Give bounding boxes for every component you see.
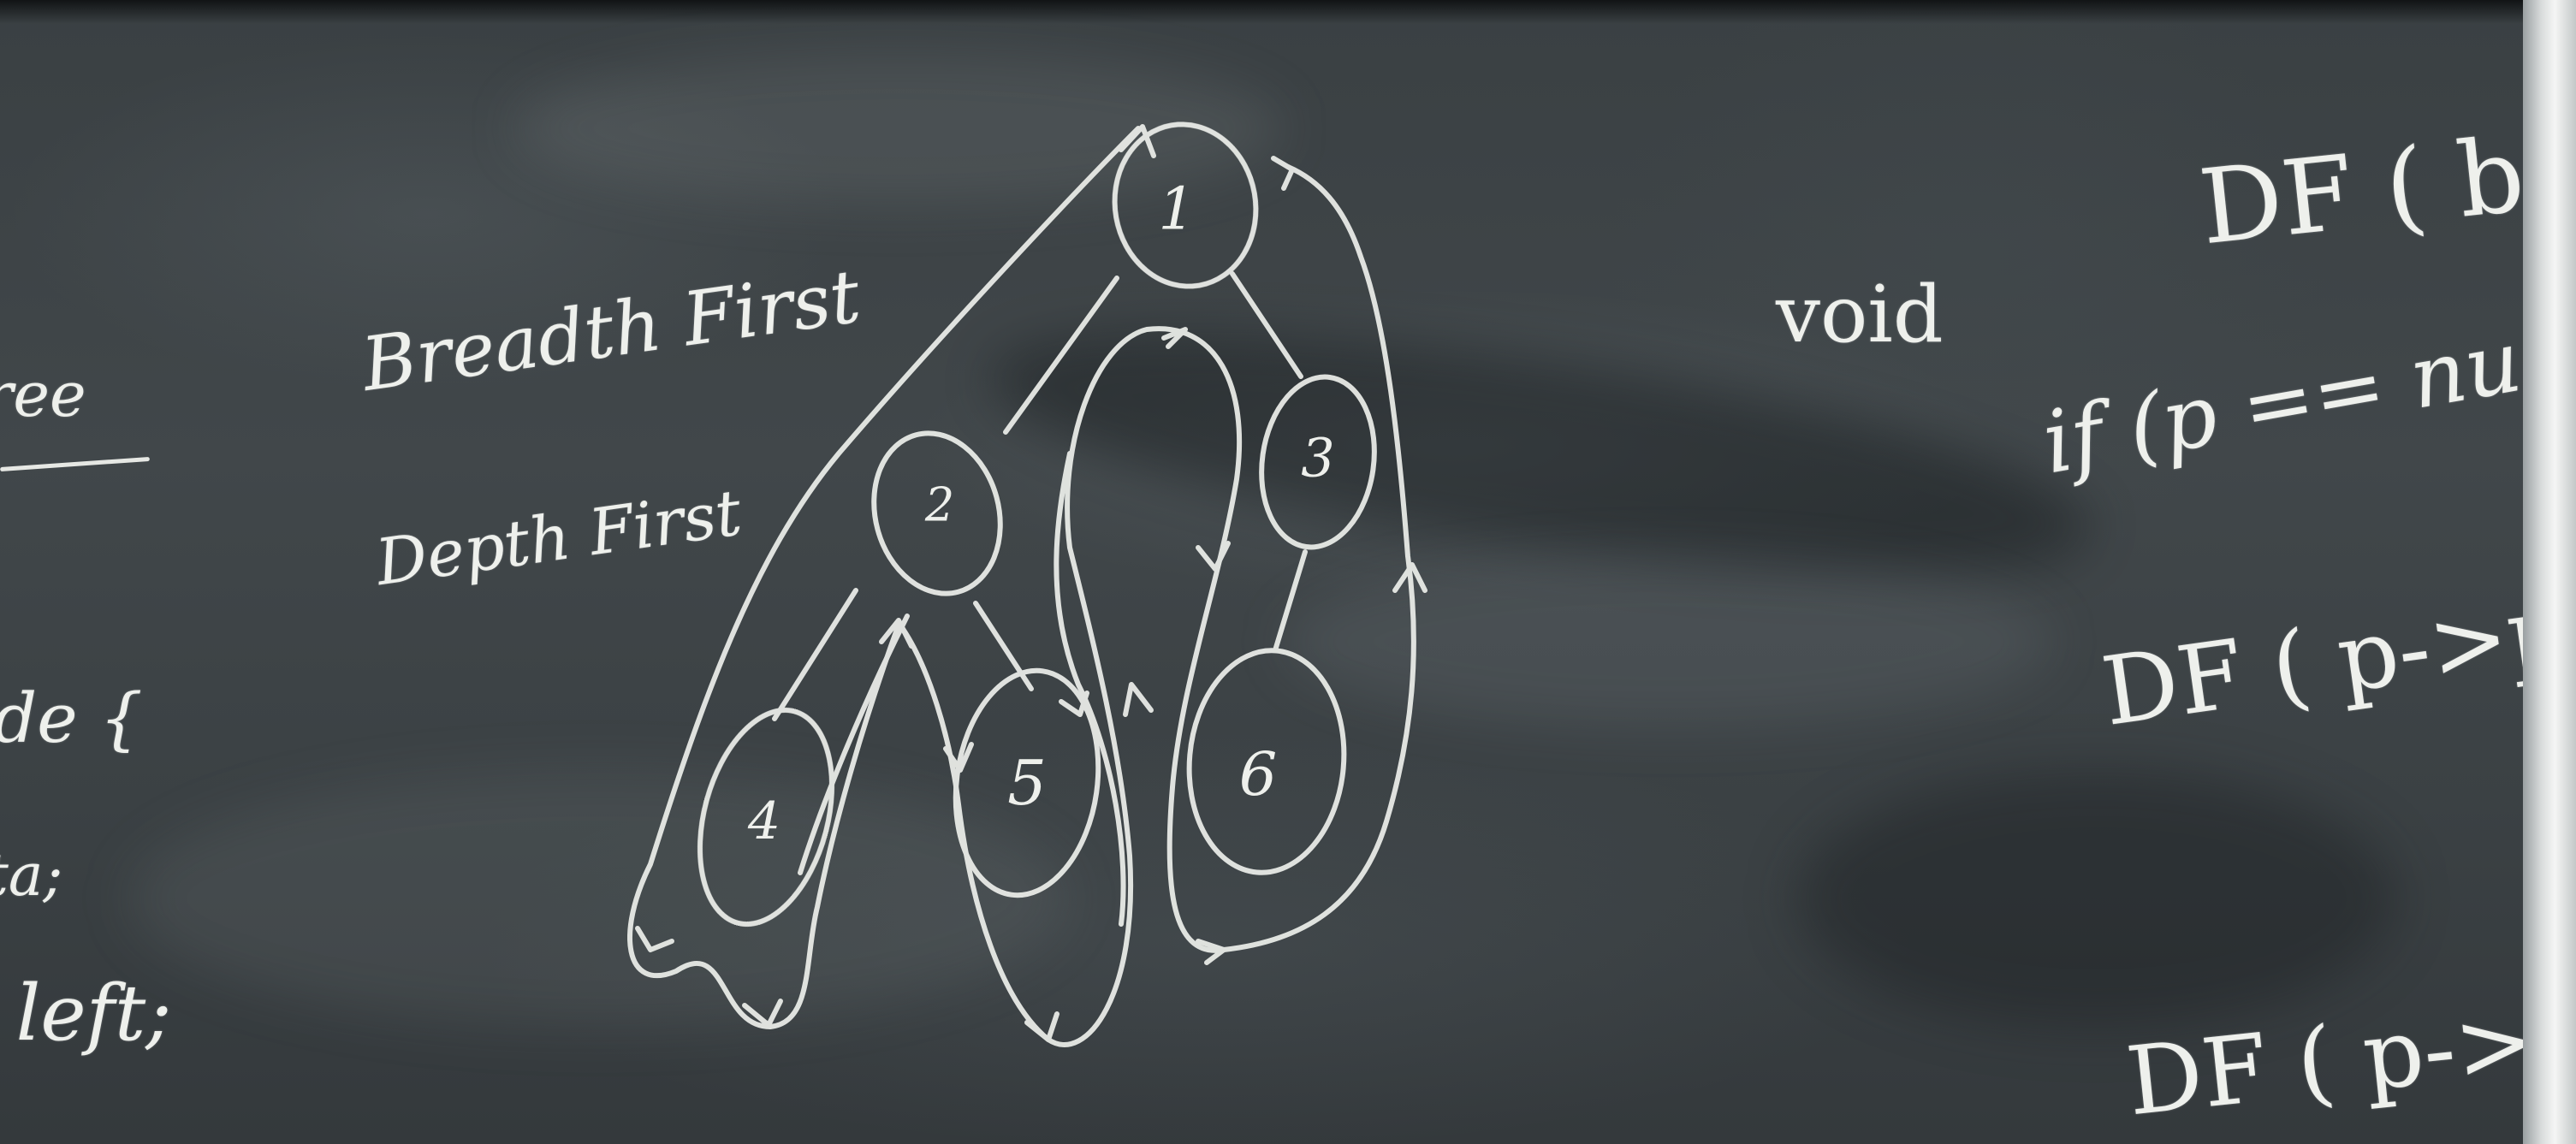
left-text-node: de { <box>0 679 143 758</box>
left-text-tree: tree <box>0 359 86 430</box>
node-label-6: 6 <box>1239 739 1278 809</box>
tree-edge <box>1273 549 1308 653</box>
arrow-head <box>1392 562 1427 593</box>
traversal-path <box>1054 451 1126 927</box>
node-label-1: 1 <box>1158 176 1195 244</box>
tree-node <box>871 430 1003 596</box>
traversal-path <box>798 613 910 875</box>
node-label-2: 2 <box>924 478 954 532</box>
arrow-head <box>1119 124 1156 158</box>
arrow-head <box>1059 691 1089 717</box>
code-void-keyword: void <box>1776 269 1944 360</box>
arrow-head <box>1123 682 1154 717</box>
tree-node <box>1112 122 1259 289</box>
tree-edge <box>1003 276 1119 435</box>
board-frame-rail <box>2523 0 2576 1144</box>
board-top-edge <box>0 0 2523 24</box>
tree-node <box>697 707 835 928</box>
tree-node <box>1186 648 1347 875</box>
arrow-head <box>879 618 914 649</box>
tree-node <box>953 667 1101 898</box>
left-text-left: * left; <box>0 969 172 1058</box>
arrow-head <box>1196 541 1231 572</box>
arrow-head <box>1271 156 1295 191</box>
tree-diagram: 1 2 3 4 5 6 <box>627 122 1427 1047</box>
eraser-smudge <box>1797 770 2396 1027</box>
node-label-3: 3 <box>1301 427 1334 489</box>
arrow-head <box>1024 1011 1059 1042</box>
tree-edge <box>772 588 858 721</box>
eraser-smudge <box>128 770 1070 1027</box>
arrow-head <box>635 926 674 952</box>
traversal-path <box>900 164 1416 1047</box>
tree-edge <box>973 601 1034 691</box>
arrow-head <box>943 742 974 773</box>
arrow-head <box>1161 327 1188 349</box>
arrow-head <box>1196 939 1226 965</box>
arrow-head <box>742 999 783 1028</box>
node-label-5: 5 <box>1007 747 1047 819</box>
traversal-path <box>627 126 1141 1029</box>
tree-edge <box>1230 271 1303 379</box>
node-label-4: 4 <box>747 791 781 851</box>
tree-node <box>1259 374 1377 550</box>
left-text-data: ata; <box>0 842 63 910</box>
